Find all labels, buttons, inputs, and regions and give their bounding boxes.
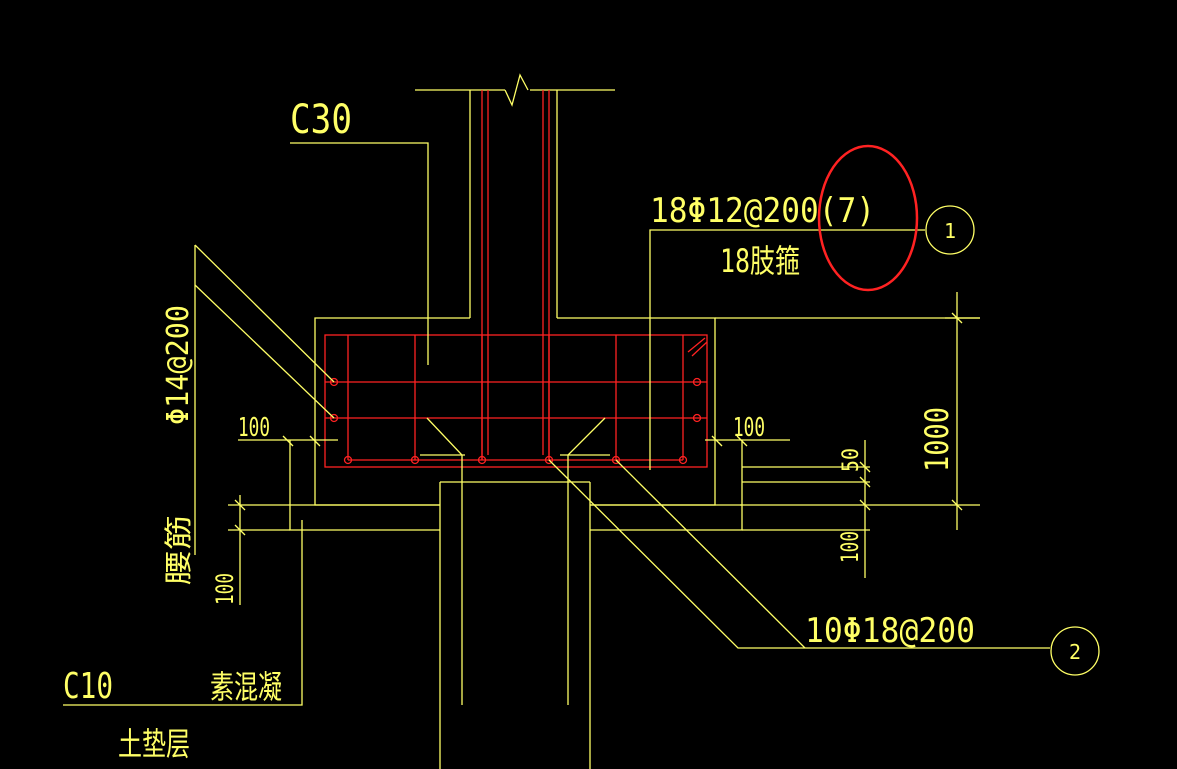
stirrup-legs-label: 18肢箍	[720, 242, 800, 280]
pile-outline	[439, 481, 591, 769]
cushion-grade-label: C10	[63, 666, 113, 707]
dim-bottom-left-100: 100	[211, 573, 239, 605]
cushion-material-label: 素混凝	[210, 668, 282, 706]
callout-1: 1	[925, 205, 975, 255]
stirrup-spec-label: 18Φ12@200(7)	[650, 191, 875, 231]
upper-column-outline	[415, 73, 615, 318]
cushion-layer-label: 土垫层	[118, 725, 190, 763]
leader-lines	[63, 142, 1050, 706]
pile-anchor-bars	[420, 417, 610, 482]
dim-height-1000: 1000	[918, 407, 956, 472]
dim-left-100: 100	[238, 413, 270, 443]
dim-50: 50	[839, 448, 864, 472]
callout-2: 2	[1050, 626, 1100, 676]
bottom-bar-spec-label: 10Φ18@200	[805, 611, 975, 651]
dim-right-100: 100	[733, 413, 765, 443]
rebar-points	[329, 377, 702, 465]
cushion-layer-outline	[289, 504, 743, 531]
callout-2-number: 2	[1069, 640, 1081, 664]
concrete-grade-label: C30	[290, 97, 352, 143]
highlight-ellipse	[817, 144, 919, 292]
dim-bottom-right-100: 100	[836, 531, 864, 563]
waist-bar-spec-label: Φ14@200	[161, 305, 196, 425]
rebar-cage	[324, 90, 708, 468]
callout-1-number: 1	[944, 219, 956, 243]
dimension-lines	[228, 292, 980, 605]
waist-bar-name-label: 腰筋	[162, 515, 195, 585]
